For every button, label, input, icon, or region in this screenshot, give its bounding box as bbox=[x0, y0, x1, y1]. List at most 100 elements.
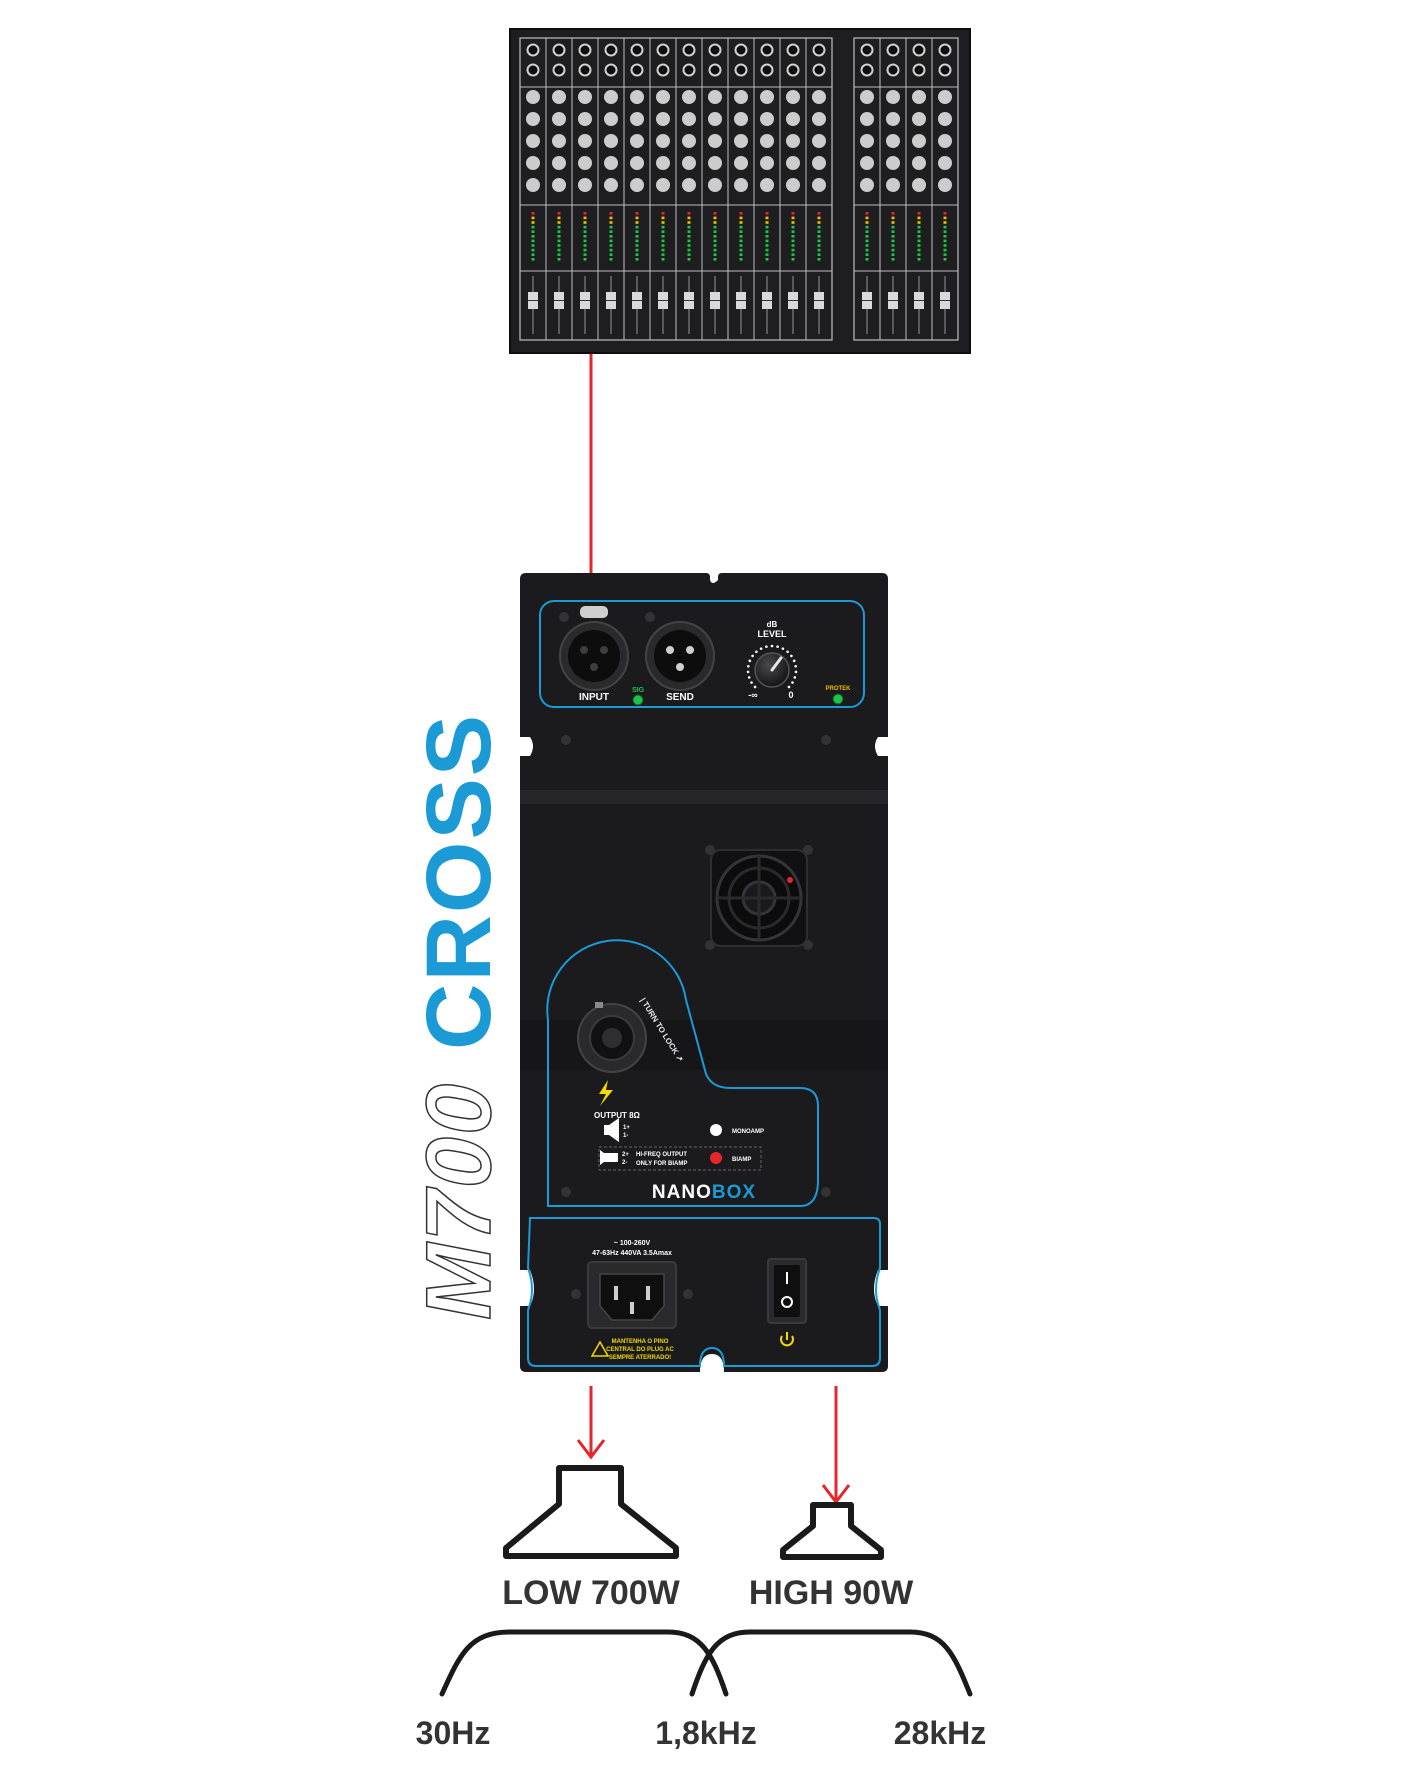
mixer-knob[interactable] bbox=[604, 156, 618, 170]
mixer-knob[interactable] bbox=[630, 156, 644, 170]
mixer-knob[interactable] bbox=[682, 112, 696, 126]
mixer-jack[interactable] bbox=[760, 63, 774, 77]
mixer-jack[interactable] bbox=[912, 63, 926, 77]
mixer-knob[interactable] bbox=[656, 112, 670, 126]
power-switch[interactable] bbox=[767, 1258, 807, 1324]
mixer-knob[interactable] bbox=[656, 90, 670, 104]
mixer-jack[interactable] bbox=[708, 43, 722, 57]
mixer-jack[interactable] bbox=[552, 63, 566, 77]
mixer-knob[interactable] bbox=[708, 112, 722, 126]
mixer-jack[interactable] bbox=[578, 63, 592, 77]
mixer-knob[interactable] bbox=[912, 156, 926, 170]
mixer-jack[interactable] bbox=[552, 43, 566, 57]
mixer-knob[interactable] bbox=[552, 134, 566, 148]
mixer-knob[interactable] bbox=[860, 156, 874, 170]
mixer-knob[interactable] bbox=[734, 156, 748, 170]
mixer-knob[interactable] bbox=[578, 134, 592, 148]
mixer-knob[interactable] bbox=[860, 134, 874, 148]
mixer-jack[interactable] bbox=[786, 63, 800, 77]
mixer-knob[interactable] bbox=[604, 178, 618, 192]
mixer-jack[interactable] bbox=[860, 43, 874, 57]
mixer-knob[interactable] bbox=[526, 156, 540, 170]
mixer-knob[interactable] bbox=[552, 156, 566, 170]
mixer-knob[interactable] bbox=[912, 134, 926, 148]
mixer-knob[interactable] bbox=[682, 178, 696, 192]
mixer-knob[interactable] bbox=[786, 112, 800, 126]
mixer-knob[interactable] bbox=[912, 90, 926, 104]
mixer-knob[interactable] bbox=[786, 156, 800, 170]
mixer-knob[interactable] bbox=[812, 156, 826, 170]
mixer-jack[interactable] bbox=[760, 43, 774, 57]
mixer-knob[interactable] bbox=[938, 178, 952, 192]
xlr-send-connector[interactable] bbox=[645, 612, 715, 691]
mixer-knob[interactable] bbox=[938, 90, 952, 104]
mixer-knob[interactable] bbox=[812, 90, 826, 104]
xlr-input-connector[interactable] bbox=[559, 606, 629, 691]
level-knob[interactable] bbox=[754, 652, 790, 688]
mixer-knob[interactable] bbox=[734, 134, 748, 148]
mixer-jack[interactable] bbox=[656, 43, 670, 57]
mixer-knob[interactable] bbox=[526, 178, 540, 192]
mixer-knob[interactable] bbox=[786, 178, 800, 192]
mixer-jack[interactable] bbox=[682, 63, 696, 77]
mixer-knob[interactable] bbox=[578, 178, 592, 192]
mixer-knob[interactable] bbox=[760, 178, 774, 192]
mixer-jack[interactable] bbox=[630, 63, 644, 77]
mixer-knob[interactable] bbox=[912, 178, 926, 192]
mixer-jack[interactable] bbox=[812, 43, 826, 57]
mixer-knob[interactable] bbox=[760, 112, 774, 126]
mixer-knob[interactable] bbox=[734, 178, 748, 192]
mixer-knob[interactable] bbox=[552, 112, 566, 126]
mixer-knob[interactable] bbox=[760, 156, 774, 170]
mixer-knob[interactable] bbox=[786, 90, 800, 104]
mixer-jack[interactable] bbox=[912, 43, 926, 57]
mixer-knob[interactable] bbox=[578, 112, 592, 126]
mixer-knob[interactable] bbox=[734, 90, 748, 104]
mixer-knob[interactable] bbox=[938, 156, 952, 170]
mixer-knob[interactable] bbox=[760, 90, 774, 104]
mixer-knob[interactable] bbox=[578, 156, 592, 170]
mixer-knob[interactable] bbox=[604, 134, 618, 148]
mixer-jack[interactable] bbox=[786, 43, 800, 57]
mixer-jack[interactable] bbox=[526, 63, 540, 77]
mixer-knob[interactable] bbox=[860, 90, 874, 104]
mixer-knob[interactable] bbox=[886, 90, 900, 104]
mixer-knob[interactable] bbox=[656, 178, 670, 192]
mixer-knob[interactable] bbox=[682, 156, 696, 170]
mixer-knob[interactable] bbox=[630, 178, 644, 192]
mixer-jack[interactable] bbox=[604, 63, 618, 77]
mixer-knob[interactable] bbox=[860, 178, 874, 192]
mixer-knob[interactable] bbox=[604, 112, 618, 126]
mixer-jack[interactable] bbox=[812, 63, 826, 77]
mixer-knob[interactable] bbox=[886, 134, 900, 148]
mixer-jack[interactable] bbox=[860, 63, 874, 77]
mixer-knob[interactable] bbox=[526, 134, 540, 148]
mixer-jack[interactable] bbox=[578, 43, 592, 57]
mixer-knob[interactable] bbox=[708, 90, 722, 104]
mixer-jack[interactable] bbox=[734, 63, 748, 77]
mixer-knob[interactable] bbox=[760, 134, 774, 148]
mixer-knob[interactable] bbox=[552, 90, 566, 104]
mixer-knob[interactable] bbox=[812, 134, 826, 148]
mixer-knob[interactable] bbox=[526, 90, 540, 104]
mixer-jack[interactable] bbox=[656, 63, 670, 77]
mixer-knob[interactable] bbox=[630, 90, 644, 104]
mixer-knob[interactable] bbox=[912, 112, 926, 126]
mixer-knob[interactable] bbox=[682, 134, 696, 148]
mixer-knob[interactable] bbox=[708, 178, 722, 192]
speakon-output-connector[interactable] bbox=[577, 1002, 647, 1073]
mixer-knob[interactable] bbox=[812, 178, 826, 192]
mixer-knob[interactable] bbox=[886, 156, 900, 170]
mixer-jack[interactable] bbox=[734, 43, 748, 57]
mixer-knob[interactable] bbox=[578, 90, 592, 104]
mixer-knob[interactable] bbox=[938, 112, 952, 126]
mixer-jack[interactable] bbox=[886, 43, 900, 57]
mixer-knob[interactable] bbox=[552, 178, 566, 192]
mixer-knob[interactable] bbox=[604, 90, 618, 104]
mixer-knob[interactable] bbox=[886, 112, 900, 126]
mixer-knob[interactable] bbox=[938, 134, 952, 148]
mixer-knob[interactable] bbox=[708, 134, 722, 148]
mixer-jack[interactable] bbox=[708, 63, 722, 77]
mixer-knob[interactable] bbox=[886, 178, 900, 192]
mixer-knob[interactable] bbox=[860, 112, 874, 126]
